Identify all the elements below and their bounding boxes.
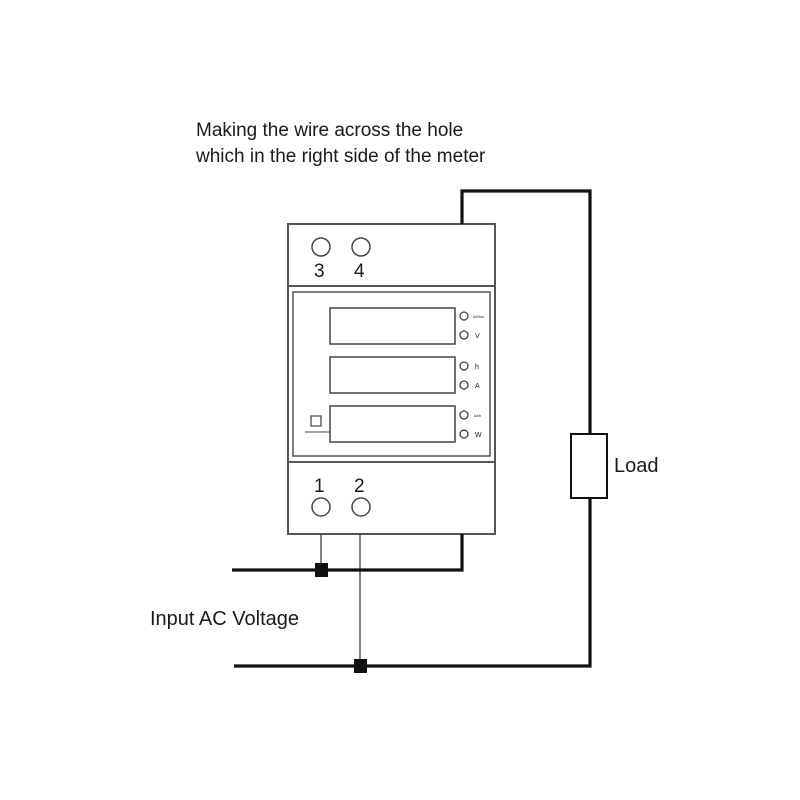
junction-upper: [315, 563, 328, 577]
terminal-3-label: 3: [314, 261, 325, 282]
energy-meter: [287, 223, 496, 535]
meter-button: [310, 415, 322, 427]
terminal-3-hole: [311, 237, 331, 257]
load-return-wire: [234, 498, 592, 668]
meter-bottom-cap: [287, 461, 496, 535]
input-voltage-label: Input AC Voltage: [150, 608, 299, 630]
led-label-3: h: [475, 364, 479, 371]
junction-lower: [354, 659, 367, 673]
led-6: [459, 429, 469, 439]
led-label-4: A: [475, 383, 480, 390]
led-4: [459, 380, 469, 390]
led-label-6: W: [475, 432, 482, 439]
meter-face-panel: [292, 291, 491, 457]
led-3: [459, 361, 469, 371]
load-label: Load: [614, 455, 659, 477]
terminal-1-label: 1: [314, 476, 325, 497]
led-1: [459, 311, 469, 321]
terminal-2-hole: [351, 497, 371, 517]
led-2: [459, 330, 469, 340]
display-current: [329, 356, 456, 394]
load-resistor: [570, 433, 608, 499]
input-wire-upper: [232, 534, 464, 572]
led-label-1: kWh/s: [473, 314, 484, 319]
loop-wire-through-meter: [460, 189, 592, 434]
display-voltage: [329, 307, 456, 345]
led-5: [459, 410, 469, 420]
led-label-2: V: [475, 333, 480, 340]
note-line-1: Making the wire across the hole: [196, 120, 463, 141]
note-line-2: which in the right side of the meter: [195, 146, 486, 167]
terminal-1-hole: [311, 497, 331, 517]
terminal-2-label: 2: [354, 476, 365, 497]
led-label-5: kwh: [474, 413, 481, 418]
terminal-4-label: 4: [354, 261, 365, 282]
terminal-4-hole: [351, 237, 371, 257]
display-power: [329, 405, 456, 443]
